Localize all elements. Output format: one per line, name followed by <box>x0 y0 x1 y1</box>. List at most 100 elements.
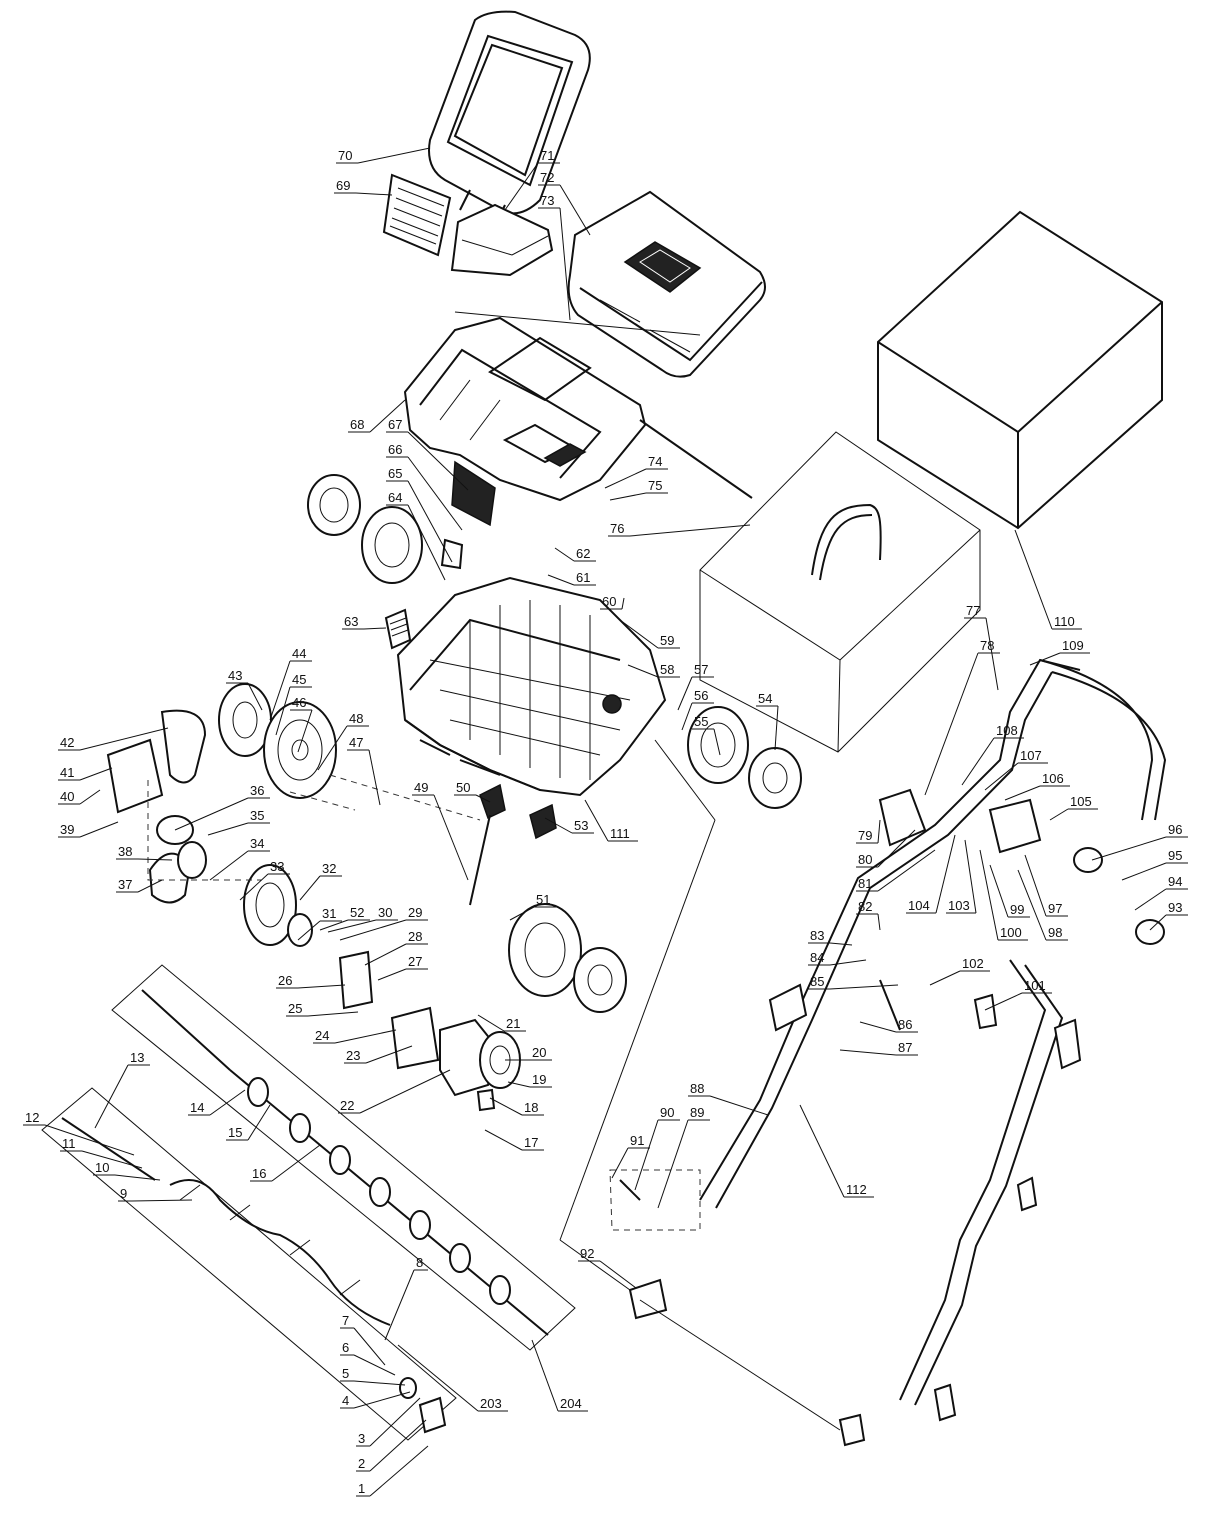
part-number-label: 63 <box>344 614 358 629</box>
callout-leader <box>368 749 381 806</box>
callout-82: 82 <box>856 899 881 931</box>
callout-70: 70 <box>336 147 431 164</box>
callout-leader <box>369 399 406 433</box>
part-number-label: 13 <box>130 1050 144 1065</box>
callout-6: 6 <box>340 1340 396 1376</box>
callout-leader <box>924 652 979 796</box>
part-number-label: 77 <box>966 603 980 618</box>
callout-leader <box>1029 652 1061 666</box>
callout-22: 22 <box>338 1069 451 1114</box>
part-number-label: 94 <box>1168 874 1182 889</box>
part-number-label: 106 <box>1042 771 1064 786</box>
callout-109: 109 <box>1029 638 1090 666</box>
part-number-label: 32 <box>322 861 336 876</box>
callout-leader <box>935 834 956 914</box>
callout-leader <box>1091 836 1167 861</box>
callout-52: 52 <box>319 905 370 931</box>
callout-55: 55 <box>692 714 721 756</box>
callout-leader <box>961 737 995 786</box>
callout-leader <box>369 1419 427 1472</box>
callout-leader <box>271 1144 321 1182</box>
callout-67: 67 <box>386 417 469 491</box>
part-number-label: 79 <box>858 828 872 843</box>
callout-31: 31 <box>297 906 342 941</box>
callout-27: 27 <box>377 954 428 981</box>
callout-leader <box>247 682 263 711</box>
callout-18: 18 <box>489 1097 544 1116</box>
part-number-label: 22 <box>340 1098 354 1113</box>
part-number-label: 111 <box>610 826 630 841</box>
callout-54: 54 <box>756 691 779 751</box>
part-number-label: 75 <box>648 478 662 493</box>
part-number-label: 41 <box>60 765 74 780</box>
callout-90: 90 <box>634 1105 680 1191</box>
part-number-label: 4 <box>342 1393 349 1408</box>
part-number-label: 107 <box>1020 748 1042 763</box>
part-number-label: 35 <box>250 808 264 823</box>
callout-104: 104 <box>906 834 956 914</box>
callout-leader <box>269 660 291 721</box>
callout-leader <box>407 456 463 531</box>
callout-leader <box>1004 785 1041 801</box>
part-number-label: 66 <box>388 442 402 457</box>
callout-leader <box>599 1260 637 1289</box>
callout-leader <box>79 727 169 751</box>
callout-leader <box>1049 808 1069 821</box>
callout-81: 81 <box>856 849 936 892</box>
part-number-label: 104 <box>908 898 930 913</box>
callout-101: 101 <box>984 978 1052 1011</box>
part-number-label: 203 <box>480 1396 502 1411</box>
callout-leader <box>359 1069 451 1114</box>
callout-leader <box>369 1397 421 1447</box>
tine-shaft-assembly <box>41 964 576 1441</box>
part-number-label: 112 <box>846 1182 867 1197</box>
callout-89: 89 <box>657 1105 710 1209</box>
rear-wheel-set <box>508 903 627 1013</box>
handle-frame <box>699 658 1167 1406</box>
callout-48: 48 <box>317 711 369 771</box>
callout-leader <box>989 864 1009 918</box>
part-number-label: 10 <box>95 1160 109 1175</box>
part-number-label: 96 <box>1168 822 1182 837</box>
callout-91: 91 <box>611 1133 650 1179</box>
callout-leader <box>544 817 573 834</box>
callout-35: 35 <box>207 808 270 836</box>
callout-leader <box>829 942 853 946</box>
callout-21: 21 <box>477 1014 526 1032</box>
callout-leader <box>317 725 348 771</box>
callout-leader <box>353 1327 386 1366</box>
part-number-label: 64 <box>388 490 402 505</box>
part-number-label: 25 <box>288 1001 302 1016</box>
part-number-label: 78 <box>980 638 994 653</box>
callout-96: 96 <box>1091 822 1188 861</box>
callout-66: 66 <box>386 442 463 531</box>
part-number-label: 76 <box>610 521 624 536</box>
callout-30: 30 <box>327 905 398 933</box>
callout-leader <box>657 1119 689 1209</box>
callout-20: 20 <box>505 1045 552 1061</box>
part-number-label: 82 <box>858 899 872 914</box>
part-number-label: 43 <box>228 668 242 683</box>
callout-44: 44 <box>269 646 312 721</box>
callout-1: 1 <box>356 1445 429 1497</box>
callout-leader <box>209 1089 246 1116</box>
callout-8: 8 <box>384 1255 428 1341</box>
callout-leader <box>174 797 249 831</box>
callout-106: 106 <box>1004 771 1070 801</box>
callout-leader <box>327 919 377 933</box>
callout-95: 95 <box>1121 848 1188 881</box>
part-number-label: 74 <box>648 454 662 469</box>
part-number-label: 91 <box>630 1133 644 1148</box>
callout-leader <box>477 1014 505 1032</box>
callout-41: 41 <box>58 765 113 781</box>
callout-36: 36 <box>174 783 270 831</box>
side-grille <box>382 173 452 257</box>
part-number-label: 51 <box>536 892 550 907</box>
part-number-label: 19 <box>532 1072 546 1087</box>
part-number-label: 98 <box>1048 925 1062 940</box>
part-number-label: 83 <box>810 928 824 943</box>
callout-13: 13 <box>94 1050 150 1129</box>
callout-15: 15 <box>226 1104 271 1141</box>
part-number-label: 101 <box>1024 978 1046 993</box>
handle-fittings <box>609 788 1165 1447</box>
